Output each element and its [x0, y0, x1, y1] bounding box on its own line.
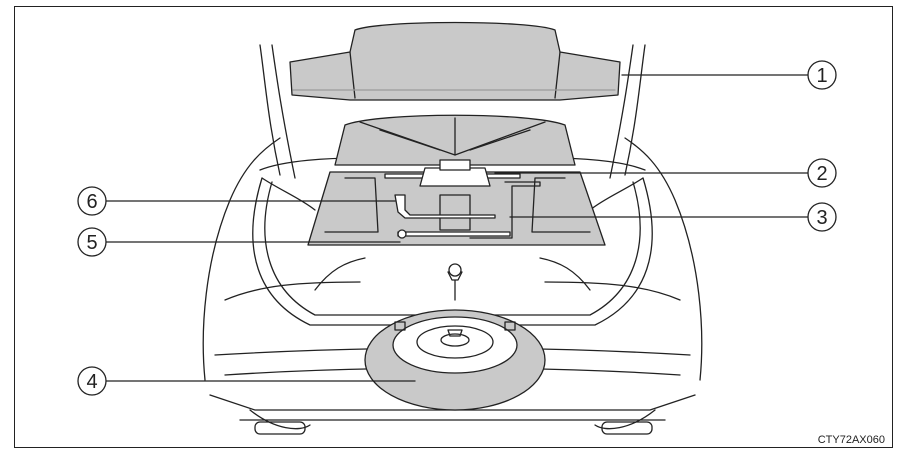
callout-number: 6 — [86, 191, 97, 213]
spare-tire — [364, 263, 546, 411]
callout-number: 4 — [86, 371, 97, 393]
callout-number: 1 — [816, 65, 827, 87]
callout-number: 3 — [816, 207, 827, 229]
callout-1: 1 — [807, 60, 837, 90]
callout-3: 3 — [807, 202, 837, 232]
tool-tray — [307, 171, 606, 246]
trunk-lid — [259, 21, 646, 179]
callouts: 1 2 3 4 5 6 — [77, 60, 837, 396]
towing-eyelet — [397, 229, 511, 239]
wheel-nut-wrench — [394, 194, 496, 219]
deck-board — [334, 114, 576, 166]
callout-4: 4 — [77, 366, 107, 396]
figure-code: CTY72AX060 — [817, 434, 885, 446]
callout-6: 6 — [77, 186, 107, 216]
jack — [384, 159, 521, 187]
callout-number: 5 — [86, 232, 97, 254]
callout-5: 5 — [77, 227, 107, 257]
callout-number: 2 — [816, 163, 827, 185]
jack-handle — [469, 181, 541, 239]
callout-2: 2 — [807, 158, 837, 188]
leader-lines — [105, 74, 809, 382]
